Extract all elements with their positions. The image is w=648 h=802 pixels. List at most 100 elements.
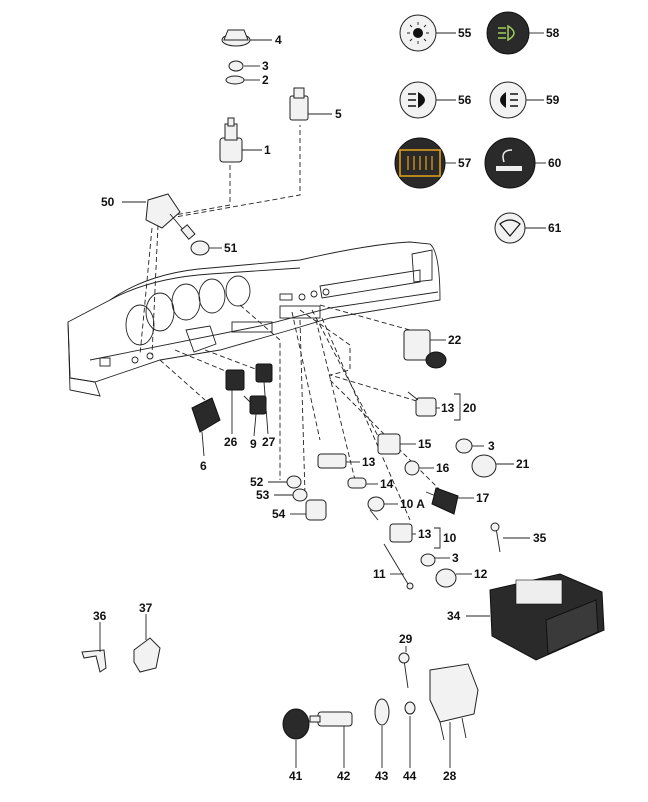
label-13-c: 13 (418, 527, 432, 541)
label-9: 9 (250, 437, 257, 451)
part-labels: 4 3 2 5 1 50 51 55 58 56 59 57 60 61 22 … (93, 26, 562, 783)
label-27: 27 (262, 435, 276, 449)
part-34-relay-unit (489, 573, 605, 661)
label-22: 22 (448, 333, 462, 347)
part-20-switch (407, 391, 437, 417)
part-28-relay (429, 663, 479, 741)
label-50: 50 (101, 195, 115, 209)
label-29: 29 (399, 632, 413, 646)
part-22-lighter (403, 329, 447, 369)
label-56: 56 (458, 93, 472, 107)
label-11: 11 (373, 567, 386, 581)
part-3-bushing-c (420, 553, 436, 567)
part-5-socket (289, 87, 309, 121)
label-10: 10 (443, 531, 457, 545)
fog-light-icon (498, 24, 515, 42)
part-16-bulb (404, 460, 420, 476)
label-5: 5 (335, 107, 342, 121)
label-53: 53 (256, 488, 270, 502)
label-28: 28 (443, 769, 457, 783)
part-9-switch (243, 395, 267, 415)
label-34: 34 (447, 609, 461, 623)
part-3-bushing-b (455, 438, 473, 454)
leader-lines (99, 32, 546, 768)
label-16: 16 (436, 461, 450, 475)
label-4: 4 (275, 33, 282, 47)
switch-59 (489, 81, 527, 119)
label-36: 36 (93, 609, 107, 623)
part-12-grommet (435, 568, 457, 588)
label-26: 26 (224, 435, 238, 449)
part-54-cap (305, 499, 327, 521)
part-10-switch (389, 523, 413, 543)
part-1-switch (219, 117, 243, 163)
label-59: 59 (546, 93, 560, 107)
label-44: 44 (403, 769, 417, 783)
label-1: 1 (264, 143, 271, 157)
part-14-bulb (347, 477, 367, 489)
part-41-cap (282, 708, 310, 740)
label-37: 37 (139, 601, 153, 615)
switch-55 (399, 14, 437, 52)
dashboard (67, 241, 441, 397)
part-17-knob (425, 487, 459, 515)
label-12: 12 (474, 567, 488, 581)
label-43: 43 (375, 769, 389, 783)
label-3-c: 3 (452, 551, 459, 565)
label-60: 60 (548, 156, 562, 170)
label-57: 57 (458, 156, 472, 170)
part-3-nut (228, 60, 244, 72)
part-51-ring (190, 240, 210, 256)
label-14: 14 (380, 477, 394, 491)
part-43-washer (374, 698, 390, 726)
part-2-washer (225, 75, 245, 85)
part-27-switch (255, 363, 273, 383)
part-11-pin (383, 543, 414, 590)
label-10a: 10 A (400, 497, 425, 511)
label-6: 6 (200, 459, 207, 473)
part-44-nut (404, 701, 416, 715)
part-4-cap (221, 29, 251, 47)
label-3-b: 3 (488, 439, 495, 453)
part-42-switch (309, 711, 353, 727)
label-58: 58 (546, 26, 560, 40)
label-41: 41 (289, 769, 303, 783)
part-6-switch (191, 397, 221, 433)
label-13-b: 13 (362, 455, 376, 469)
label-21: 21 (516, 457, 530, 471)
label-51: 51 (224, 241, 238, 255)
label-42: 42 (337, 769, 351, 783)
switch-60 (484, 137, 536, 189)
label-17: 17 (476, 491, 490, 505)
part-53-ring (292, 488, 308, 502)
light-icon (413, 28, 423, 38)
part-26-switch (225, 369, 245, 391)
label-54: 54 (272, 507, 286, 521)
switch-61 (494, 212, 526, 244)
headlight-icon (408, 92, 425, 108)
switch-57 (394, 137, 446, 189)
part-10a-wire (367, 496, 385, 521)
part-13-socket (317, 453, 347, 469)
label-20: 20 (463, 401, 477, 415)
part-36-bracket (81, 649, 107, 673)
label-2: 2 (262, 73, 269, 87)
rear-fog-icon (500, 92, 518, 108)
part-52-ring (286, 475, 302, 489)
connector-lines (139, 125, 441, 521)
part-15-holder (377, 433, 401, 455)
label-15: 15 (418, 437, 432, 451)
switch-56 (399, 81, 437, 119)
label-61: 61 (548, 221, 562, 235)
label-55: 55 (458, 26, 472, 40)
part-29-screw (398, 652, 410, 689)
part-50-ignition (145, 193, 196, 240)
rear-defrost-icon (399, 149, 441, 177)
switch-58 (486, 11, 530, 55)
label-35: 35 (533, 531, 547, 545)
label-52: 52 (250, 475, 264, 489)
part-21-grommet (471, 454, 497, 478)
part-35-screw (490, 522, 501, 553)
